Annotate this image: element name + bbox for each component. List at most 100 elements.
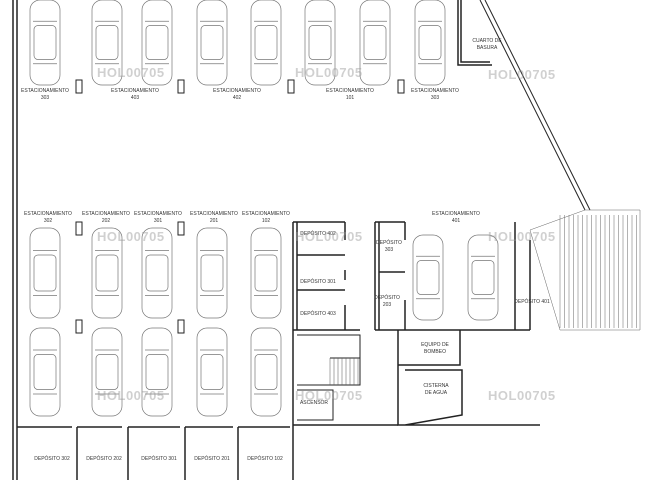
- label-text: ESTACIONAMIENTO: [432, 211, 480, 217]
- car-icon: [250, 327, 282, 417]
- pump-room-walls: [397, 330, 540, 426]
- column: [75, 221, 83, 236]
- label-text: DE AGUA: [424, 390, 448, 396]
- car-icon: [141, 227, 173, 319]
- elevator-label: ASCENSOR: [299, 400, 329, 406]
- car-icon: [196, 327, 228, 417]
- label-text: EQUIPO DE: [421, 342, 449, 348]
- label-text: DEPÓSITO: [514, 299, 541, 305]
- car-icon: [304, 0, 336, 86]
- label-number: 401: [451, 218, 461, 224]
- label-number: 202: [101, 218, 111, 224]
- deposit-302: DEPÓSITO 302: [34, 456, 70, 462]
- watermark: HOL00705: [97, 65, 165, 80]
- label-number: 301: [153, 218, 163, 224]
- car-icon: [250, 0, 282, 86]
- car-icon: [91, 327, 123, 417]
- label-text: ESTACIONAMIENTO: [326, 88, 374, 94]
- car-icon: [250, 227, 282, 319]
- label-number: 201: [209, 218, 219, 224]
- label-text: ESTACIONAMIENTO: [190, 211, 238, 217]
- label-text: ESTACIONAMIENTO: [411, 88, 459, 94]
- column: [177, 79, 185, 94]
- deposit-301: DEPÓSITO 301: [141, 456, 177, 462]
- label-text: DEPÓSITO: [374, 295, 400, 301]
- right-deposit-walls: [374, 221, 530, 331]
- watermark: HOL00705: [295, 65, 363, 80]
- label-text: DEPÓSITO: [376, 240, 402, 246]
- watermark: HOL00705: [97, 388, 165, 403]
- label-number: 203: [382, 302, 392, 308]
- car-icon: [141, 0, 173, 86]
- column: [177, 221, 185, 236]
- label-text: ESTACIONAMIENTO: [82, 211, 130, 217]
- label-text: ESTACIONAMIENTO: [242, 211, 290, 217]
- watermark: HOL00705: [295, 229, 363, 244]
- watermark: HOL00705: [488, 229, 556, 244]
- column: [397, 79, 405, 94]
- car-icon: [196, 227, 228, 319]
- label-number: 302: [43, 218, 53, 224]
- label-text: BOMBEO: [424, 349, 446, 355]
- label-number: 403: [130, 95, 140, 101]
- label-text: ESTACIONAMIENTO: [213, 88, 261, 94]
- deposit-402: DEPÓSITO 402: [300, 231, 336, 237]
- deposit-301-core: DEPÓSITO 301: [300, 279, 336, 285]
- watermark: HOL00705: [488, 67, 556, 82]
- label-number: 402: [232, 95, 242, 101]
- label-number: 303: [384, 247, 394, 253]
- car-icon: [412, 234, 444, 321]
- watermark: HOL00705: [295, 388, 363, 403]
- watermark: HOL00705: [488, 388, 556, 403]
- deposit-102: DEPÓSITO 102: [247, 456, 283, 462]
- deposit-201: DEPÓSITO 201: [194, 456, 230, 462]
- label-text: CUARTO DE: [472, 38, 502, 44]
- right-wall: [514, 222, 531, 330]
- car-icon: [29, 227, 61, 319]
- column: [75, 79, 83, 94]
- car-icon: [196, 0, 228, 86]
- trash-room-wall: [457, 0, 492, 66]
- car-icon: [359, 0, 391, 86]
- label-text: ESTACIONAMIENTO: [111, 88, 159, 94]
- stair: [297, 334, 361, 421]
- ramp-outline: [529, 209, 641, 331]
- label-text: ESTACIONAMIENTO: [24, 211, 72, 217]
- deposit-401: DEPÓSITO 401: [514, 299, 549, 306]
- car-icon: [141, 327, 173, 417]
- label-number: 303: [40, 95, 50, 101]
- label-text: ESTACIONAMIENTO: [134, 211, 182, 217]
- car-icon: [29, 0, 61, 86]
- car-icon: [29, 327, 61, 417]
- outer-wall-left: [12, 0, 18, 480]
- car-icon: [467, 234, 499, 321]
- label-number: 401: [541, 299, 550, 305]
- label-number: 101: [345, 95, 355, 101]
- label-text: BASURA: [476, 45, 498, 51]
- outer-wall-diagonal: [479, 0, 591, 211]
- label-text: CISTERNA: [423, 383, 449, 389]
- column: [177, 319, 185, 334]
- deposit-403: DEPÓSITO 403: [300, 311, 336, 317]
- column: [287, 79, 295, 94]
- label-number: 303: [430, 95, 440, 101]
- deposit-202: DEPÓSITO 202: [86, 456, 122, 462]
- core-deposit-walls: [292, 221, 360, 480]
- label-number: 102: [261, 218, 271, 224]
- column: [75, 319, 83, 334]
